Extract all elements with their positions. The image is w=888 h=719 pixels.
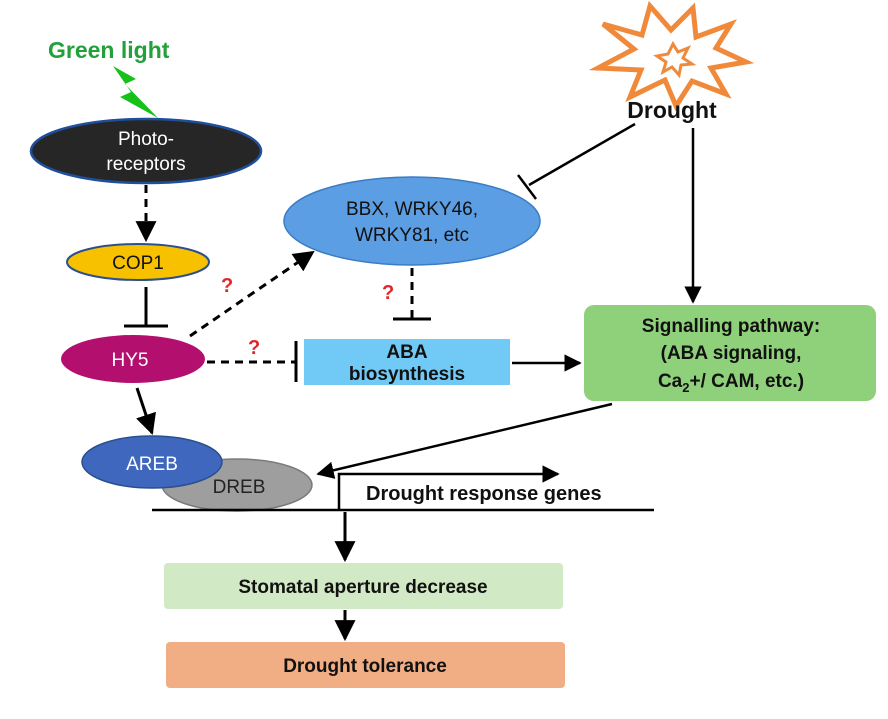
arrow-signalling-to-dreb [316,402,613,479]
dreb-label: DREB [213,477,266,498]
cop1-label: COP1 [112,253,164,274]
question-mark-bbx-aba: ? [382,282,394,304]
photoreceptors-node [29,117,263,185]
green-light-label: Green light [48,37,170,63]
signalling-ca-text: Ca [658,371,683,392]
aba-biosynthesis-label-line1: ABA [386,342,427,363]
drought-response-genes-label: Drought response genes [366,483,602,505]
aba-biosynthesis-node [304,339,510,385]
hy5-label: HY5 [112,350,149,371]
drought-tolerance-label: Drought tolerance [283,656,447,677]
bbx-wrky-label-line2: WRKY81, etc [355,225,469,246]
stomatal-node [164,563,563,609]
signalling-label-line1: Signalling pathway: [642,316,820,337]
arrow-hy5-to-areb [135,387,156,435]
areb-label: AREB [126,454,178,475]
lightning-icon [113,66,158,118]
signalling-ca-subscript: 2 [682,380,689,395]
photoreceptors-label-line1: Photo- [118,129,174,150]
drought-label: Drought [627,97,717,123]
stomatal-label: Stomatal aperture decrease [238,577,487,598]
signalling-cam-text: +/ CAM, etc.) [689,371,804,392]
signalling-label-line3: Ca2+/ CAM, etc.) [658,371,804,395]
photoreceptors-label-line2: receptors [106,154,185,175]
hy5-node [61,335,205,383]
question-mark-hy5-aba: ? [248,337,260,359]
aba-biosynthesis-label-line2: biosynthesis [349,364,465,385]
drought-tolerance-node [166,642,565,688]
transcription-start-arrow [337,465,560,510]
arrow-hy5-to-bbx [189,250,315,338]
areb-node [81,435,223,489]
inhibit-drought-to-bbx-bar [517,174,537,200]
bbx-wrky-label-line1: BBX, WRKY46, [346,199,478,220]
signalling-label-line2: (ABA signaling, [661,343,802,364]
starburst-inner-icon [653,40,697,79]
bbx-wrky-node [283,176,541,266]
signalling-pathway-node [584,305,876,401]
inhibit-drought-to-bbx [528,122,636,187]
cop1-node [66,243,210,281]
question-mark-hy5-bbx: ? [221,275,233,297]
